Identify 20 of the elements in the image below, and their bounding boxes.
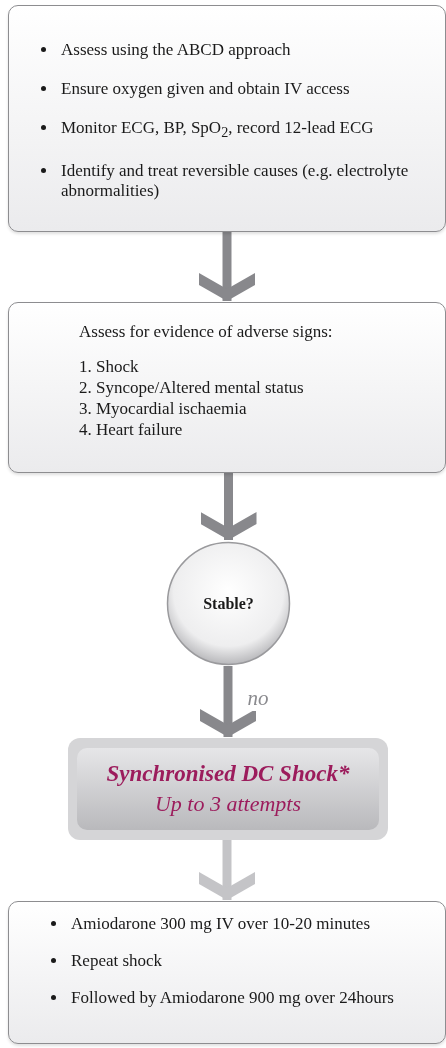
bullet-item: Repeat shock xyxy=(49,951,423,971)
action-subtitle: Up to 3 attempts xyxy=(154,790,302,818)
decision-label: Stable? xyxy=(203,594,254,613)
bullet-item: Followed by Amiodarone 900 mg over 24hours xyxy=(49,988,423,1008)
box-heading: Assess for evidence of adverse signs: xyxy=(79,321,334,342)
bullet-item: Amiodarone 300 mg IV over 10-20 minutes xyxy=(49,914,423,934)
list-item: 4. Heart failure xyxy=(79,419,184,440)
process-box xyxy=(8,901,446,1044)
decision-circle xyxy=(166,541,291,666)
bullet-item: Ensure oxygen given and obtain IV access xyxy=(39,79,423,99)
list-item: 1. Shock xyxy=(79,356,140,377)
action-box xyxy=(68,738,388,840)
list-item: 2. Syncope/Altered mental status xyxy=(79,377,305,398)
bullet-item: Identify and treat reversible causes (e.g. electrolyte abnormalities) xyxy=(39,161,423,202)
bullet-item: Monitor ECG, BP, SpO$_{2}$, record 12-lead ECG xyxy=(39,118,423,143)
process-box xyxy=(8,302,446,473)
action-title: Synchronised DC Shock* xyxy=(106,760,350,788)
bullet-item: Assess using the ABCD approach xyxy=(39,40,423,60)
list-item: 3. Myocardial ischaemia xyxy=(79,398,248,419)
process-box xyxy=(8,5,446,232)
